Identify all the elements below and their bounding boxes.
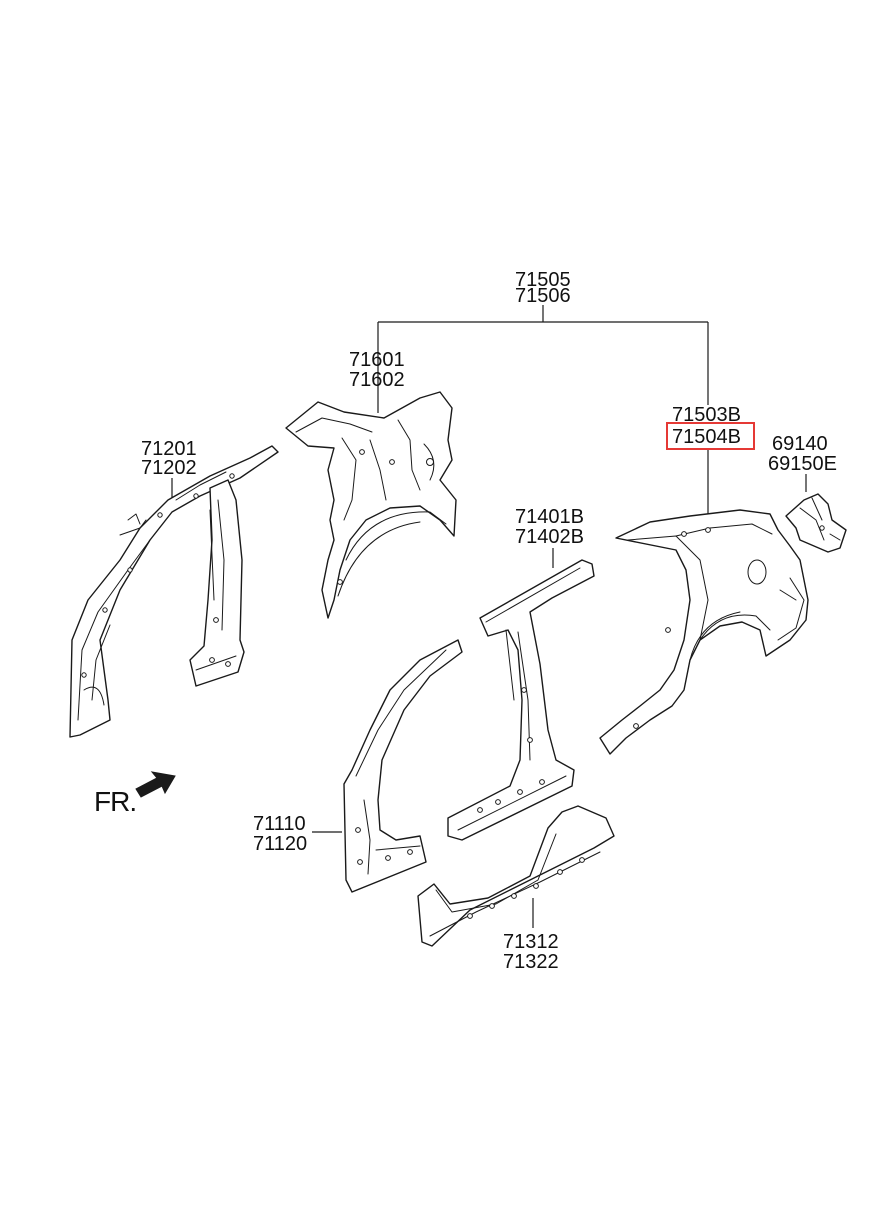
- part-code-71322[interactable]: 71322: [503, 951, 559, 973]
- part-code-71503B[interactable]: 71503B: [672, 404, 741, 426]
- front-arrow-icon: [135, 771, 176, 798]
- part-code-71202[interactable]: 71202: [141, 457, 197, 479]
- part-code-69150E[interactable]: 69150E: [768, 453, 837, 475]
- leader-lines: [171, 305, 807, 928]
- fuel-filler-bracket-part[interactable]: [785, 493, 847, 553]
- side-sill-part[interactable]: [417, 805, 615, 947]
- quarter-outer-panel-part[interactable]: [599, 509, 809, 755]
- part-code-71401B[interactable]: 71401B: [515, 506, 584, 528]
- part-code-71602[interactable]: 71602: [349, 369, 405, 391]
- part-code-71312[interactable]: 71312: [503, 931, 559, 953]
- part-code-71201[interactable]: 71201: [141, 438, 197, 460]
- center-pillar-part[interactable]: [447, 559, 595, 841]
- rear-inner-panel-part[interactable]: [285, 391, 457, 619]
- highlight-box: [666, 422, 755, 450]
- front-pillar-outer-part[interactable]: [343, 639, 463, 893]
- front-pillar-rail-part[interactable]: [69, 445, 279, 738]
- part-code-71505[interactable]: 71505: [515, 269, 571, 291]
- part-code-71506[interactable]: 71506: [515, 285, 571, 307]
- part-code-71110[interactable]: 71110: [253, 813, 306, 835]
- part-code-69140[interactable]: 69140: [772, 433, 828, 455]
- part-labels: 71505 71506 71601 71602 71503B 71504B 69…: [141, 269, 837, 973]
- part-code-71504B[interactable]: 71504B: [672, 426, 741, 448]
- front-label: FR.: [94, 786, 136, 817]
- part-code-71402B[interactable]: 71402B: [515, 526, 584, 548]
- part-code-71601[interactable]: 71601: [349, 349, 405, 371]
- front-direction-indicator: FR.: [94, 771, 176, 817]
- part-code-71120[interactable]: 71120: [253, 833, 307, 855]
